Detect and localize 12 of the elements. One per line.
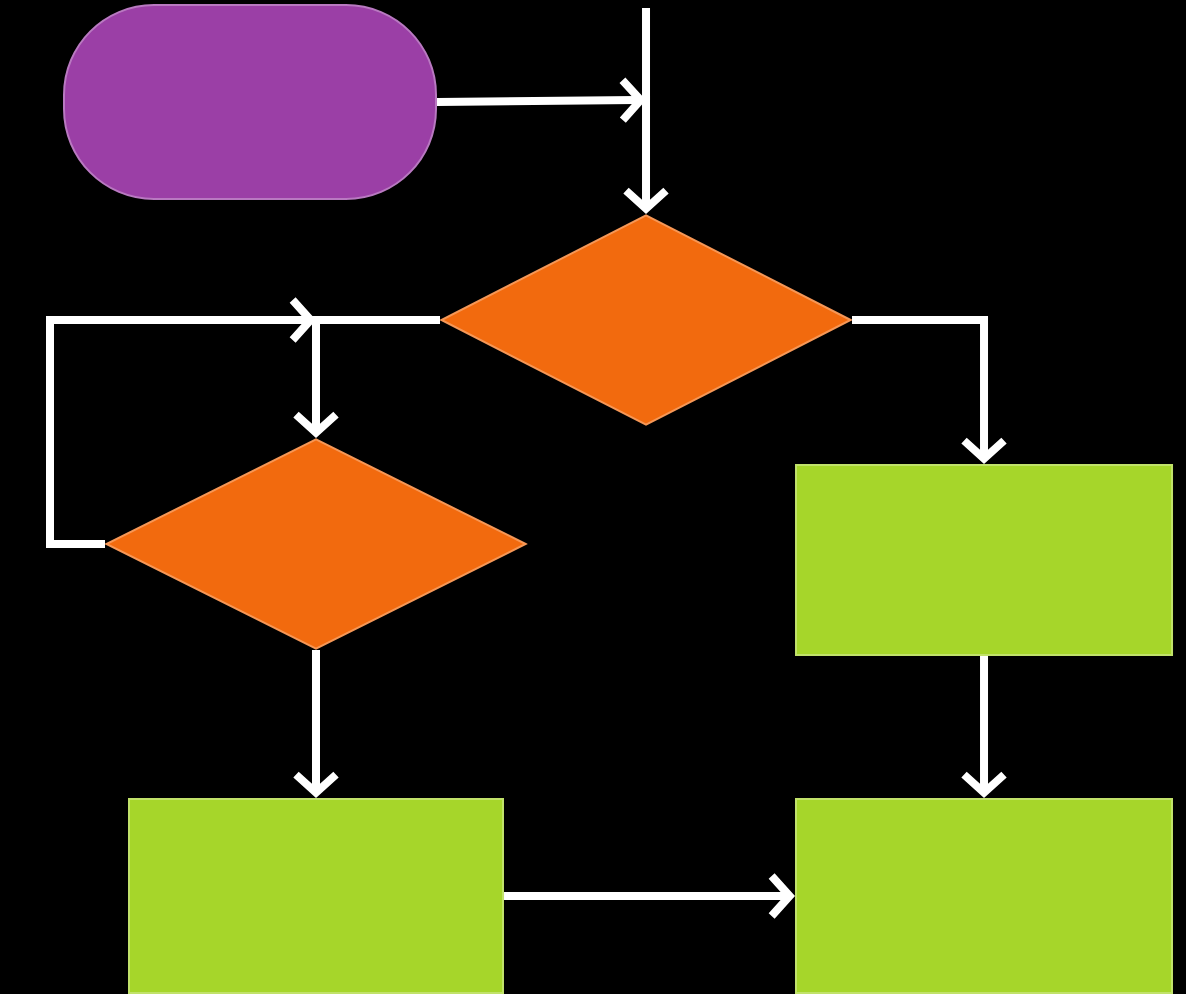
process-box — [795, 798, 1173, 994]
arrow — [961, 656, 1007, 798]
arrow — [293, 650, 339, 798]
arrow — [504, 873, 796, 919]
arrow — [293, 316, 339, 438]
process-box — [128, 798, 504, 994]
arrow — [436, 77, 646, 123]
arrow — [852, 316, 1007, 464]
process-box — [795, 464, 1173, 656]
arrow — [46, 297, 316, 548]
terminal-pill — [63, 4, 437, 200]
arrow — [623, 96, 669, 214]
